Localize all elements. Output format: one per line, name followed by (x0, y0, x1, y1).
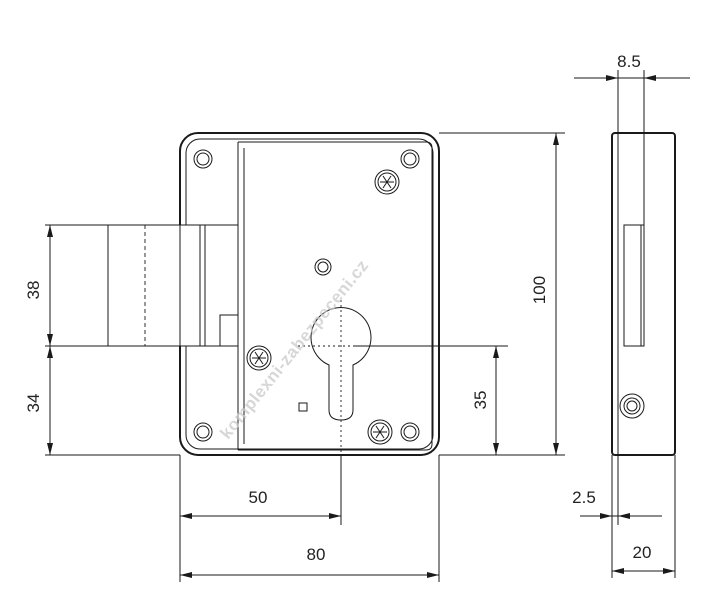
screw-holes (193, 149, 420, 442)
pin-hole-center (314, 258, 332, 276)
dim-38-label: 38 (24, 281, 43, 300)
dim-50-label: 50 (249, 488, 268, 507)
rivet-top-right (374, 169, 400, 195)
dimension-lines (45, 70, 690, 582)
rivet-left (246, 345, 272, 371)
bolt (107, 224, 239, 347)
screw-hole-top-right (400, 149, 420, 169)
screw-hole-top-left (193, 149, 213, 169)
dim-80-label: 80 (307, 545, 326, 564)
dim-8-5-label: 8.5 (617, 52, 641, 71)
dim-2-5-label: 2.5 (572, 488, 596, 507)
watermark: komplexni-zabezpeceni.cz (216, 256, 372, 442)
rivets (246, 169, 400, 445)
screw-hole-bottom-right (400, 422, 420, 442)
dim-20-label: 20 (633, 543, 652, 562)
cylinder-cutout (298, 300, 508, 460)
dimension-labels: 38 34 100 35 50 80 8.5 2.5 20 (24, 52, 651, 564)
dim-34-label: 34 (24, 394, 43, 413)
dim-100-label: 100 (530, 276, 549, 304)
side-screw (619, 393, 645, 419)
rivet-bottom (367, 419, 393, 445)
dim-35-label: 35 (471, 391, 490, 410)
screw-hole-bottom-left (193, 422, 213, 442)
